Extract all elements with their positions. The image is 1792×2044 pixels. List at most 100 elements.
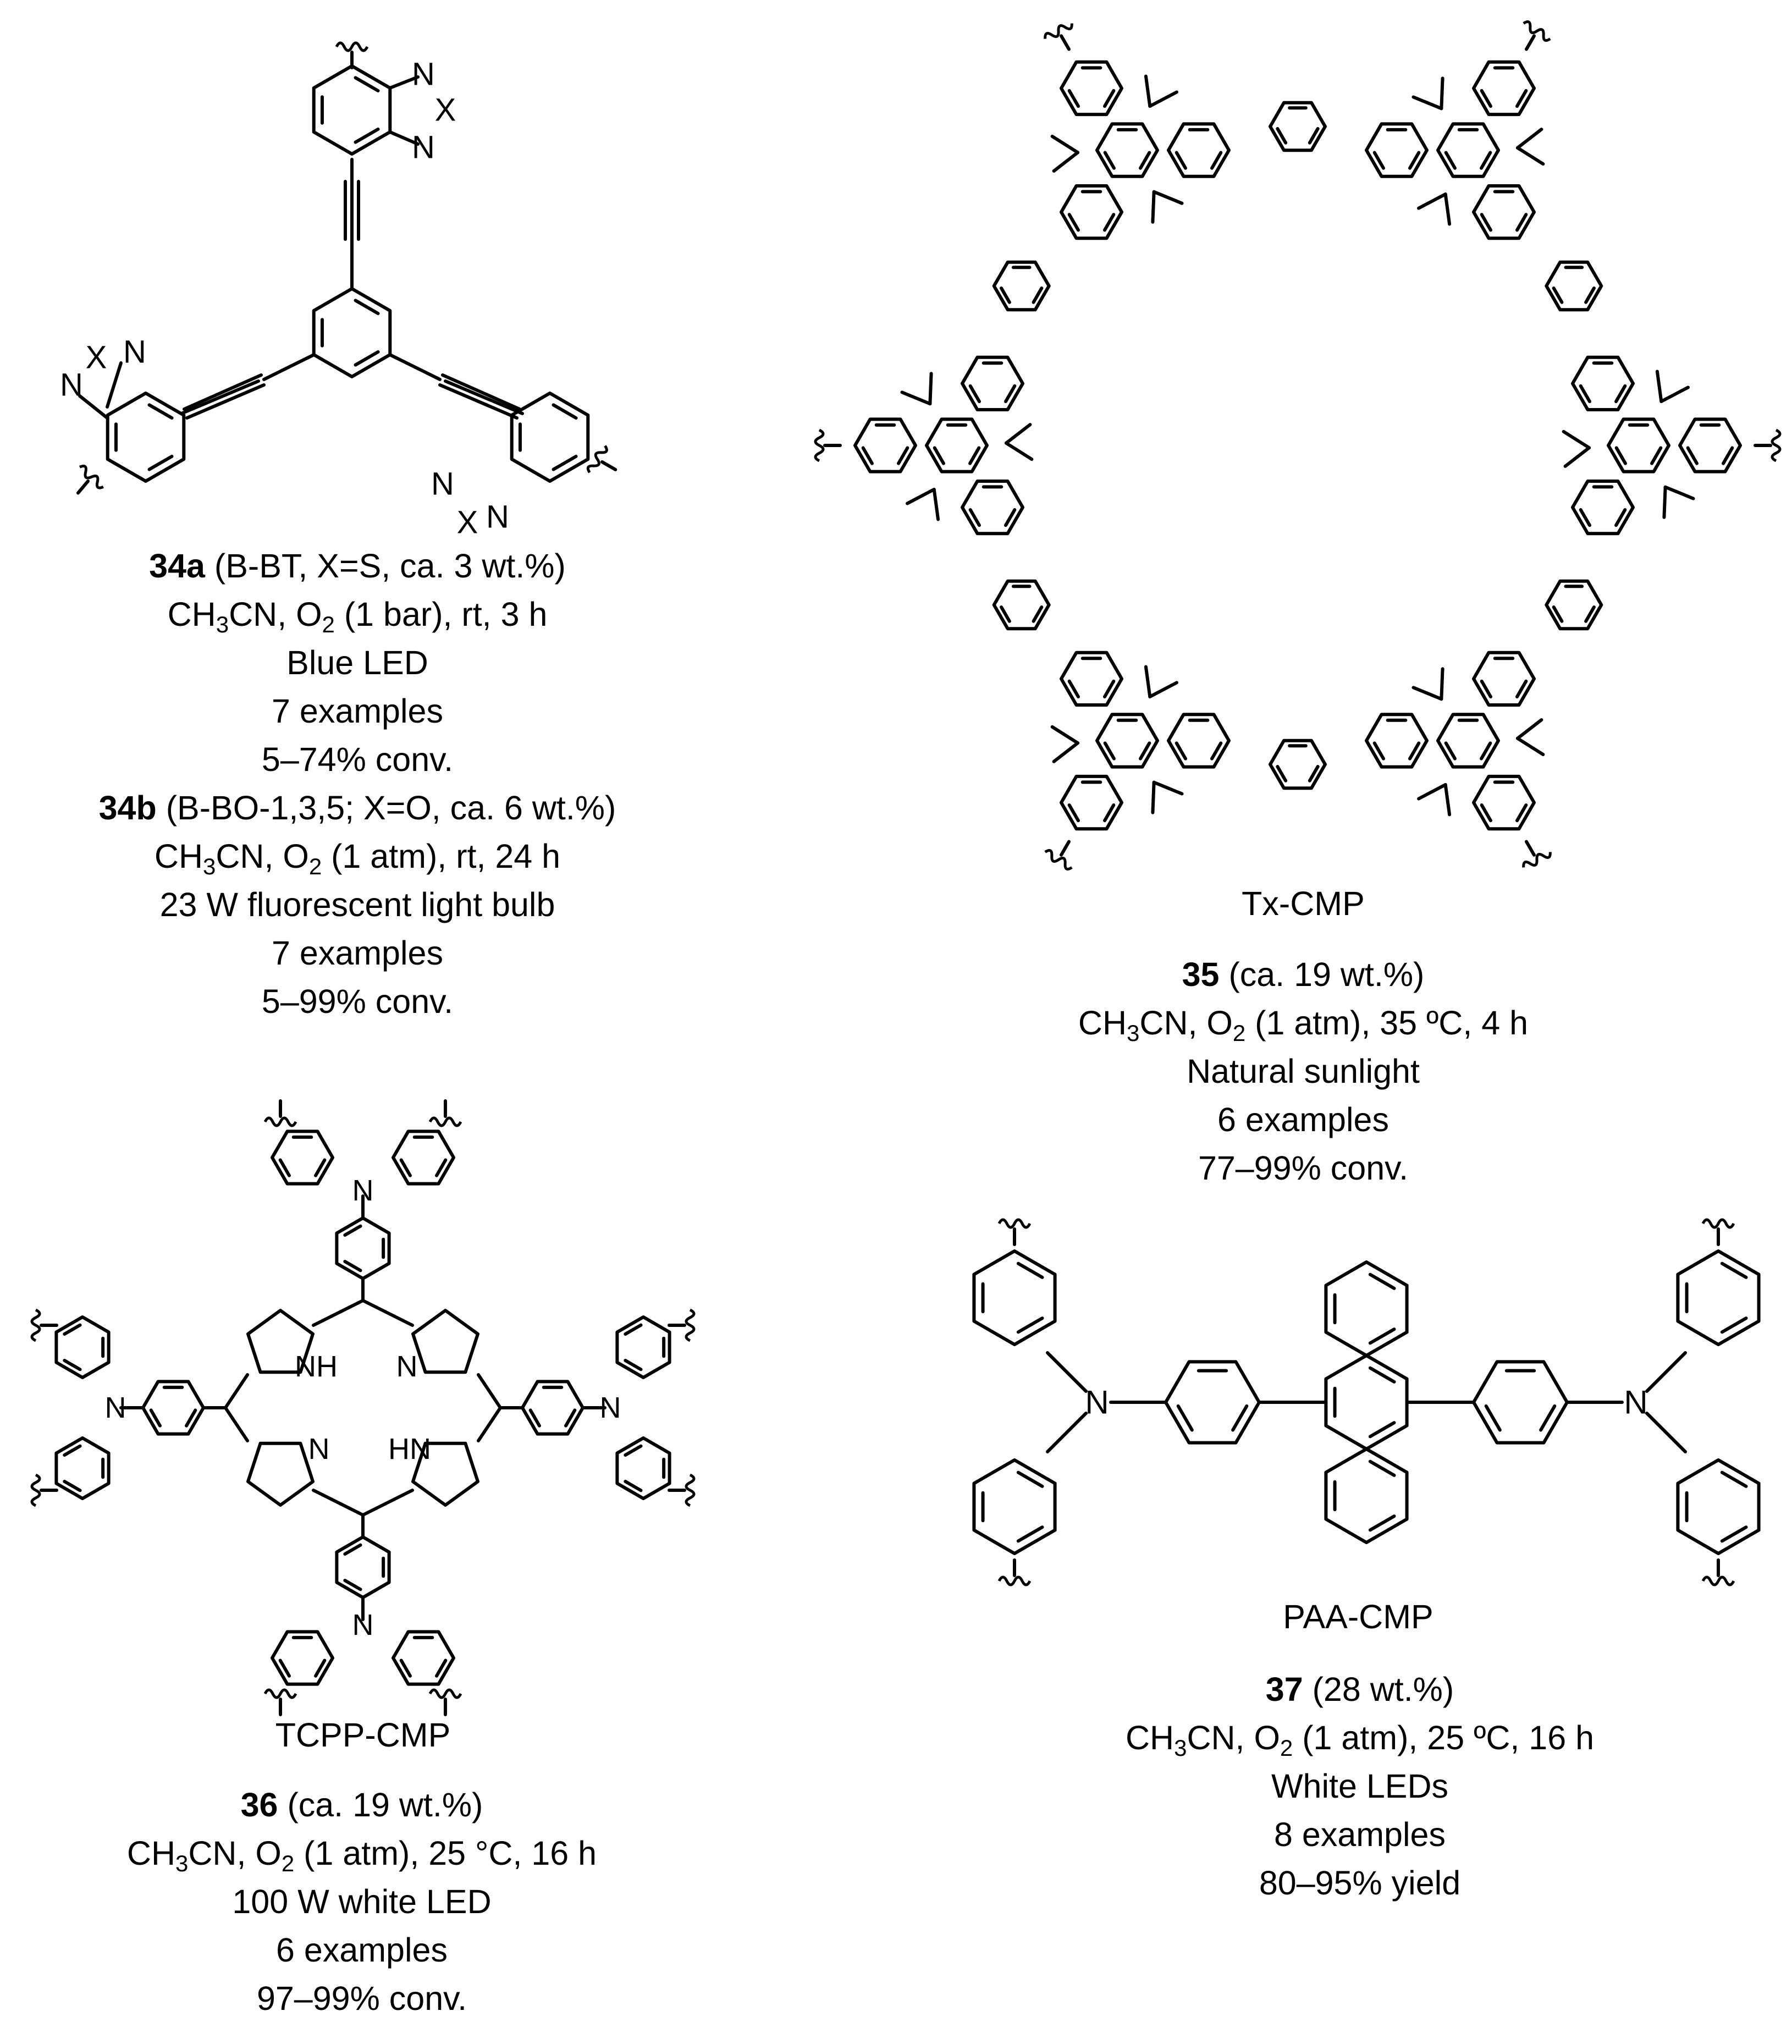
double-bond xyxy=(1368,1272,1396,1290)
attachment-squiggle xyxy=(76,465,104,495)
double-bond xyxy=(63,1444,82,1457)
bond xyxy=(600,460,617,471)
double-bond xyxy=(1176,1404,1194,1432)
double-bond xyxy=(343,1260,362,1272)
methyl-bond xyxy=(1050,134,1080,155)
double-bond xyxy=(1016,1470,1044,1488)
label-34b: 34b xyxy=(98,789,157,827)
double-bond xyxy=(343,1543,362,1556)
double-bond xyxy=(1614,446,1627,465)
truxene-core-ring xyxy=(925,417,989,473)
methyl-bond xyxy=(1515,736,1545,757)
attachment-squiggle xyxy=(1044,840,1073,871)
double-bond xyxy=(1103,803,1116,823)
atom-n: N xyxy=(352,1174,374,1207)
atom-x: X xyxy=(86,340,107,376)
truxene-outer-ring xyxy=(1365,713,1429,769)
atom-n: N xyxy=(352,1608,374,1641)
cond-34b-sub3: 3 xyxy=(203,853,216,879)
bond xyxy=(441,373,521,411)
double-bond xyxy=(354,350,380,367)
phenylene-ring xyxy=(335,1216,391,1280)
carbazole-ring xyxy=(54,1436,111,1500)
bond xyxy=(1645,1351,1687,1393)
truxene-core-ring xyxy=(1436,713,1500,769)
methyl-bond xyxy=(1411,95,1443,111)
double-bond xyxy=(1650,446,1663,465)
methyl-bond xyxy=(932,487,940,521)
double-bond xyxy=(1720,1470,1748,1488)
cond-34b-sub2: 2 xyxy=(308,853,322,879)
pyrrole-ring xyxy=(411,1441,479,1507)
methyl-bond xyxy=(1659,385,1690,404)
cond-35-pre: CH xyxy=(1078,1004,1127,1042)
desc-34b: (B-BO-1,3,5; X=O, ca. 6 wt.%) xyxy=(166,789,616,827)
conv-34b: 5–99% conv. xyxy=(261,983,454,1020)
bond xyxy=(477,1373,502,1409)
examples-34b: 7 examples xyxy=(272,934,443,972)
phenylene-ring xyxy=(1472,1360,1569,1445)
cond-34a-post: (1 bar), rt, 3 h xyxy=(334,596,548,633)
cond-37-post: (1 atm), 25 ºC, 16 h xyxy=(1293,1719,1595,1756)
double-bond xyxy=(1103,741,1116,761)
methyl-bond xyxy=(1515,128,1543,150)
methyl-bond xyxy=(1417,783,1447,801)
double-bond xyxy=(278,1659,291,1678)
bond xyxy=(361,1489,414,1517)
methyl-bond xyxy=(1563,446,1591,468)
bond xyxy=(1525,34,1536,51)
methyl-bond xyxy=(1004,441,1034,461)
double-bond xyxy=(1484,1404,1502,1432)
truxene-outer-ring xyxy=(1060,184,1123,240)
atom-n: N xyxy=(412,130,435,166)
pyrrole-ring xyxy=(411,1309,479,1374)
double-bond xyxy=(314,1659,327,1678)
methyl-bond xyxy=(928,372,933,406)
phenylene-linker-ring xyxy=(992,579,1051,631)
double-bond xyxy=(1368,1514,1396,1532)
double-bond xyxy=(1103,89,1116,108)
double-bond xyxy=(1000,287,1011,304)
double-bond xyxy=(149,1408,162,1428)
methyl-bond xyxy=(1440,76,1444,111)
attachment-squiggle xyxy=(428,1099,462,1127)
double-bond xyxy=(1210,741,1223,761)
methyl-bond xyxy=(1144,665,1152,698)
double-bond xyxy=(1276,765,1288,783)
conv-35: 77–99% conv. xyxy=(1198,1149,1409,1187)
methyl-bond xyxy=(1562,429,1591,450)
double-bond xyxy=(1720,1525,1748,1543)
double-bond xyxy=(1408,741,1421,761)
cond-34b-pre: CH xyxy=(154,838,203,875)
double-bond xyxy=(1722,446,1734,465)
light-35: Natural sunlight xyxy=(1187,1053,1420,1090)
double-bond xyxy=(1368,1327,1396,1345)
phenylene-linker-ring xyxy=(1269,101,1327,152)
double-bond xyxy=(1480,89,1492,108)
double-bond xyxy=(314,1158,327,1177)
truxene-outer-ring xyxy=(1472,774,1536,831)
label-37: 37 xyxy=(1265,1671,1303,1708)
name-36: TCPP-CMP xyxy=(275,1716,451,1754)
atom-n: N xyxy=(412,57,435,92)
desc-36: (ca. 19 wt.%) xyxy=(287,1786,483,1823)
pyrrole-ring xyxy=(246,1309,315,1374)
terminal-phenyl-ring xyxy=(972,1458,1057,1555)
phenylene-linker-ring xyxy=(1545,579,1603,631)
double-bond xyxy=(1539,1404,1557,1432)
methyl-bond xyxy=(1443,192,1452,226)
terminal-phenyl-ring xyxy=(1676,1249,1761,1346)
phenylene-linker-ring xyxy=(1545,260,1603,312)
bond xyxy=(388,75,420,90)
truxene-outer-ring xyxy=(1060,774,1123,831)
double-bond xyxy=(1480,151,1492,170)
attachment-squiggle xyxy=(1701,1218,1735,1246)
atom-x: X xyxy=(435,92,456,128)
caption-37: 37 (28 wt.%) CH3CN, O2 (1 atm), 25 ºC, 1… xyxy=(1002,1665,1717,1907)
double-bond xyxy=(1175,151,1187,170)
attachment-squiggle xyxy=(1044,23,1073,51)
methyl-bond xyxy=(1443,783,1452,817)
atom-x: X xyxy=(457,505,478,541)
